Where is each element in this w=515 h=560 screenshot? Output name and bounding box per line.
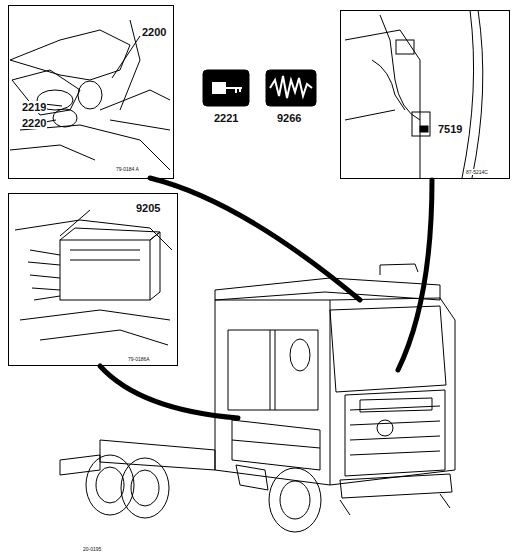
inset-frame: 2200 2219 2220 79-0184 A bbox=[8, 5, 174, 179]
callout-number: 9266 bbox=[276, 112, 302, 124]
door-pillar-detail bbox=[345, 10, 483, 178]
figure-code: 79-0186A bbox=[127, 356, 151, 362]
callout-number: 2200 bbox=[141, 26, 167, 38]
callout-number: 2219 bbox=[21, 101, 47, 113]
callout-number: 9205 bbox=[135, 202, 161, 214]
callout-number: 7519 bbox=[437, 123, 463, 135]
figure-code: 20-0195 bbox=[82, 546, 102, 552]
callout-number: 2220 bbox=[21, 117, 47, 129]
callout-number: 2221 bbox=[213, 112, 239, 124]
control-unit-detail bbox=[15, 210, 172, 345]
key-icon bbox=[203, 70, 249, 106]
figure-code: 87-5214C bbox=[465, 169, 489, 175]
inset-frame: 7519 87-5214C bbox=[340, 10, 510, 179]
inset-frame: 9205 79-0186A bbox=[8, 193, 178, 366]
truck bbox=[60, 264, 455, 532]
figure-code: 79-0184 A bbox=[115, 166, 140, 172]
signal-icon bbox=[266, 70, 316, 106]
callout-leader bbox=[100, 178, 432, 418]
steering-column-detail bbox=[10, 20, 170, 170]
